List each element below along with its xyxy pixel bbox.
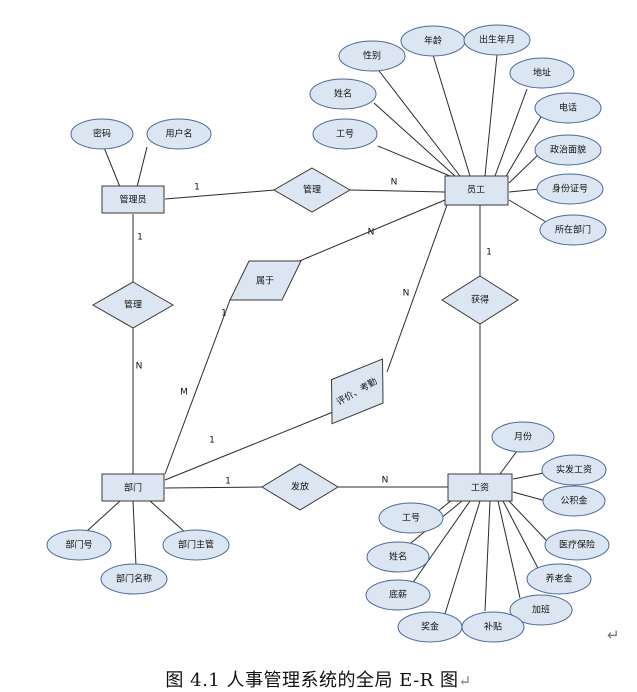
attr-emp-gender: 性别 [338,40,406,72]
entity-admin: 管理员 [101,185,165,214]
attr-sal-pension: 养老金 [526,563,592,595]
card-admin-manage-emp: 1 [194,183,200,193]
entity-department: 部门 [101,473,165,502]
svg-text:月份: 月份 [514,431,532,443]
attr-dept-head: 部门主管 [162,529,230,561]
svg-text:年龄: 年龄 [424,35,442,47]
entity-employee: 员工 [444,175,509,206]
attr-admin-username: 用户名 [146,118,212,150]
svg-text:管理员: 管理员 [119,194,146,206]
card-belongs-department-side: 1 [221,309,227,319]
svg-text:地址: 地址 [533,67,551,79]
attr-dept-id: 部门号 [46,529,112,561]
attr-admin-password: 密码 [70,118,134,150]
figure-caption: 图 4.1 人事管理系统的全局 E-R 图↵ [0,666,637,692]
attr-emp-political: 政治面貌 [534,134,602,166]
attr-emp-id: 工号 [312,118,378,150]
attr-sal-fund: 公积金 [542,485,606,517]
rel-obtain: 获得 [441,275,519,325]
rel-manage-department: 管理 [91,281,175,329]
svg-text:电话: 电话 [559,102,577,114]
svg-text:管理: 管理 [124,299,142,311]
svg-text:发放: 发放 [291,481,309,493]
rel-manage-employee: 管理 [273,167,351,213]
svg-text:工号: 工号 [336,129,354,140]
attr-sal-name: 姓名 [366,541,430,573]
attr-emp-dept: 所在部门 [539,214,607,246]
attr-emp-address: 地址 [509,57,575,89]
svg-text:部门: 部门 [124,482,142,494]
attr-emp-name: 姓名 [309,78,377,110]
svg-text:补贴: 补贴 [484,621,502,633]
svg-text:管理: 管理 [303,184,321,196]
svg-text:工资: 工资 [471,483,489,494]
rel-evaluate: 评价、考勤 [331,358,384,425]
svg-text:工号: 工号 [402,513,420,524]
card-employee-obtain: 1 [486,248,492,258]
cardinality-labels: 1 N 1 N N M 1 1 N 1 1 N [136,178,492,487]
svg-text:养老金: 养老金 [545,573,572,585]
svg-text:性别: 性别 [363,50,381,62]
svg-text:密码: 密码 [93,128,111,140]
rel-belongs: 属于 [229,260,302,301]
attr-emp-idcard: 身份证号 [536,173,604,205]
svg-text:获得: 获得 [471,294,489,306]
attr-sal-id: 工号 [378,502,444,534]
card-admin-manage-dept: 1 [137,233,143,243]
svg-text:底薪: 底薪 [389,589,407,601]
attr-emp-age: 年龄 [400,25,466,57]
connector-lines [86,54,548,618]
attr-sal-medical: 医疗保险 [544,529,610,561]
paragraph-mark: ↵ [607,626,620,644]
card-pay-salary: N [382,476,389,486]
attr-sal-base: 底薪 [365,579,431,611]
svg-text:用户名: 用户名 [165,128,192,140]
card-employee-belongs: N [368,228,375,238]
svg-text:部门号: 部门号 [65,539,92,551]
card-manage-dept-dept: N [136,362,143,372]
svg-text:政治面貌: 政治面貌 [550,144,586,156]
svg-text:属于: 属于 [256,276,274,287]
card-belongs-department: M [180,388,188,398]
svg-text:加班: 加班 [532,604,550,616]
attr-sal-month: 月份 [491,421,555,453]
svg-text:姓名: 姓名 [334,88,352,100]
rel-pay: 发放 [261,463,339,511]
svg-text:身份证号: 身份证号 [552,183,588,195]
card-manage-emp-employee: N [391,178,398,188]
attr-sal-allowance: 补贴 [461,611,525,643]
svg-text:部门名称: 部门名称 [116,573,152,585]
svg-text:所在部门: 所在部门 [555,224,591,236]
svg-text:部门主管: 部门主管 [178,539,214,551]
svg-text:奖金: 奖金 [421,621,439,633]
attr-emp-phone: 电话 [534,92,602,124]
caption-text: 图 4.1 人事管理系统的全局 E-R 图 [165,670,459,691]
card-evaluate-department: 1 [209,436,215,446]
svg-text:医疗保险: 医疗保险 [559,539,595,551]
svg-text:出生年月: 出生年月 [479,34,515,46]
card-employee-evaluate: N [403,289,410,299]
attr-dept-name: 部门名称 [100,563,168,595]
attr-sal-overtime: 加班 [509,594,573,626]
attr-sal-net: 实发工资 [541,454,607,486]
entity-salary: 工资 [447,473,513,502]
svg-text:实发工资: 实发工资 [556,464,592,476]
card-department-pay: 1 [225,477,231,487]
svg-text:员工: 员工 [467,185,485,196]
attr-emp-birth: 出生年月 [463,24,531,56]
caption-return-mark: ↵ [458,672,472,690]
svg-text:公积金: 公积金 [560,495,587,507]
attr-sal-bonus: 奖金 [397,611,463,643]
svg-text:姓名: 姓名 [389,551,407,563]
